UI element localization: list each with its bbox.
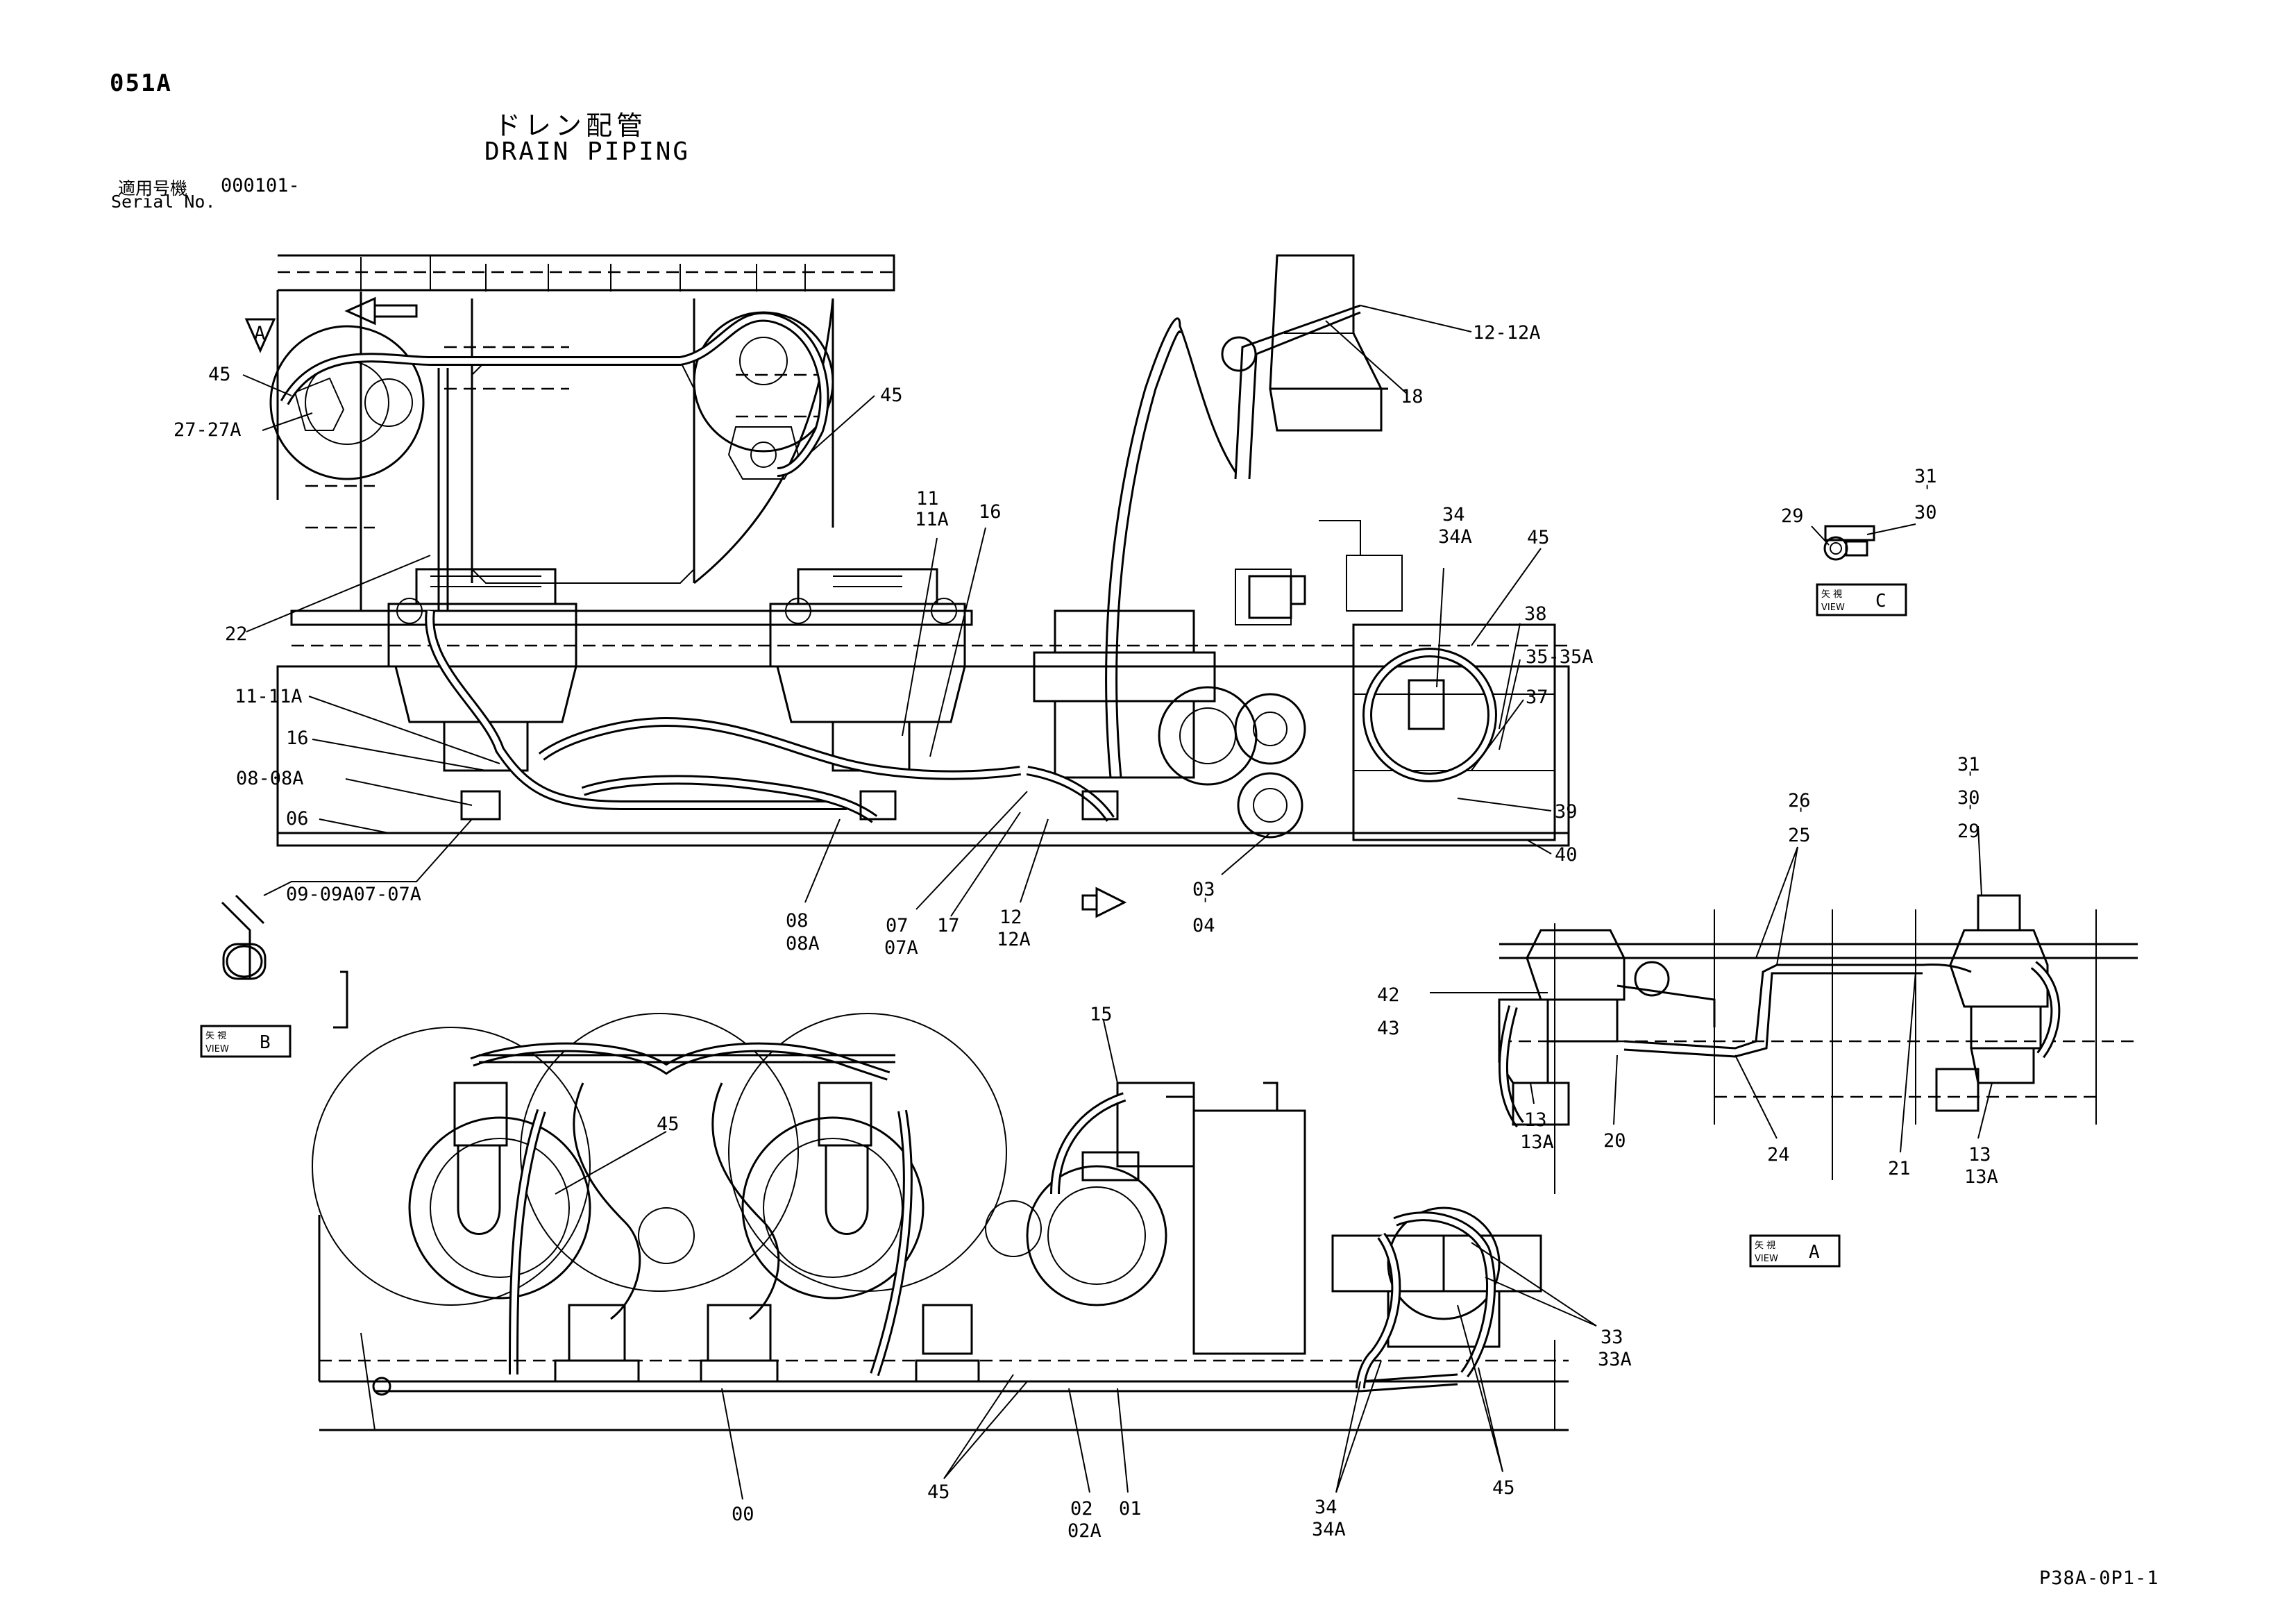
callout-label: 21: [1888, 1158, 1911, 1179]
callout-label: 42: [1377, 984, 1400, 1006]
callout-label: 06: [286, 808, 309, 830]
callout-label: 07: [886, 915, 909, 936]
callout-label: 33: [1601, 1327, 1623, 1348]
callout-label: 12-12A: [1473, 322, 1541, 344]
callout-label: 39: [1555, 801, 1578, 823]
callout-label: 27-27A: [174, 419, 242, 441]
view-a-tag-kanji: 矢 視: [1755, 1241, 1775, 1251]
view-a-arrow-letter: A: [254, 323, 265, 344]
swing-motor-left: [387, 568, 577, 772]
page-title-english: DRAIN PIPING: [484, 137, 691, 166]
callout-label: 07A: [884, 937, 918, 959]
callout-label: 37: [1526, 687, 1548, 708]
serial-value: 000101-: [221, 175, 300, 196]
callout-label: 30: [1957, 787, 1980, 809]
view-a-letter: A: [1809, 1242, 1820, 1263]
callout-label: 04: [1192, 915, 1215, 936]
right-detail-assembly: [1498, 894, 2138, 1194]
pump-center-right: [1033, 575, 1306, 839]
page-title-japanese: ドレン配管: [494, 110, 648, 141]
view-box-a: 矢 視 VIEW A: [1749, 1234, 1841, 1268]
callout-label: 11-11A: [235, 686, 303, 707]
callout-label: 26: [1788, 790, 1811, 812]
callout-label: 29: [1781, 505, 1804, 527]
upper-assembly: [269, 254, 1570, 918]
lower-assembly: [312, 1013, 1569, 1431]
view-b-letter: B: [260, 1032, 271, 1053]
callout-labels: 45 27-27A 45 12-12A 18 22 11 11A 16 11-1…: [174, 322, 1998, 1542]
callout-label: 45: [657, 1113, 679, 1135]
callout-label: 30: [1914, 502, 1937, 523]
callout-label: 03: [1192, 879, 1215, 900]
view-box-c: 矢 視 VIEW C: [1816, 583, 1907, 616]
callout-label: 16: [286, 728, 309, 749]
callout-label: 02: [1070, 1498, 1093, 1520]
right-unit-upper: [1346, 555, 1556, 841]
callout-label: 31: [1914, 466, 1937, 487]
callout-label: 15: [1090, 1004, 1113, 1025]
callout-label: 12A: [997, 929, 1031, 950]
callout-label: 25: [1788, 825, 1811, 846]
svg-text:': ': [1201, 896, 1210, 914]
callout-label: 45: [880, 385, 903, 406]
callout-label: 45: [1492, 1477, 1515, 1499]
callout-label: 17: [937, 915, 960, 936]
view-c-letter: C: [1875, 591, 1886, 612]
callout-label: 31: [1957, 754, 1980, 775]
callout-label: 45: [1527, 527, 1550, 548]
view-box-b: 矢 視 VIEW B: [200, 1025, 292, 1058]
svg-text:': ': [1966, 803, 1975, 821]
callout-label: 20: [1603, 1130, 1626, 1152]
callout-label: 34A: [1312, 1519, 1346, 1540]
callout-label: 08A: [786, 933, 820, 955]
document-code: P38A-0P1-1: [2039, 1567, 2159, 1589]
svg-text:': ': [1923, 483, 1932, 501]
callout-label: 45: [927, 1481, 950, 1503]
callout-label: 43: [1377, 1018, 1400, 1039]
svg-text:': ': [1966, 770, 1975, 787]
serial-label-english: Serial No.: [111, 192, 216, 212]
callout-label: 34A: [1438, 526, 1472, 548]
callout-label: 13: [1524, 1109, 1547, 1131]
callout-label: 12: [999, 907, 1022, 928]
callout-label: 09-09A07-07A: [286, 884, 421, 905]
view-b-tag-sub: VIEW: [205, 1044, 229, 1054]
leader-lines: [242, 305, 1993, 1500]
callout-label: 24: [1767, 1144, 1790, 1166]
callout-label: 11A: [915, 509, 949, 530]
callout-label: 33A: [1598, 1349, 1632, 1370]
view-a-tag-sub: VIEW: [1755, 1254, 1778, 1264]
callout-label: 08: [786, 910, 809, 932]
callout-label: 34: [1442, 504, 1465, 525]
callout-label: 18: [1401, 386, 1424, 407]
callout-label: 02A: [1067, 1520, 1101, 1542]
serial-label-japanese: 適用号機: [118, 178, 188, 199]
callout-label: 29: [1957, 821, 1980, 842]
callout-label: 13: [1968, 1144, 1991, 1166]
callout-label: 45: [208, 364, 231, 385]
callout-label: 38: [1524, 603, 1547, 625]
swing-motor-center: [769, 568, 966, 772]
view-b-tag-kanji: 矢 視: [205, 1031, 226, 1041]
callout-label: 13A: [1520, 1132, 1554, 1153]
svg-text:': ': [1796, 806, 1805, 823]
callout-label: 11: [916, 488, 939, 510]
callout-label: 40: [1555, 844, 1578, 866]
view-c-tag-sub: VIEW: [1821, 603, 1845, 613]
callout-label: 01: [1119, 1498, 1142, 1520]
callout-label: 08-08A: [236, 768, 304, 789]
view-c-tag-kanji: 矢 視: [1821, 589, 1842, 600]
callout-label: 16: [979, 501, 1002, 523]
callout-label: 35-35A: [1526, 646, 1594, 668]
callout-label: 00: [732, 1504, 754, 1525]
callout-label: 13A: [1964, 1166, 1998, 1188]
callout-label: 22: [225, 623, 248, 645]
page-number: 051A: [110, 69, 172, 97]
view-a-arrow: A: [244, 318, 276, 353]
callout-label: 34: [1315, 1497, 1337, 1518]
view-b-detail: [221, 894, 348, 1029]
view-c-detail: [1823, 525, 1875, 561]
